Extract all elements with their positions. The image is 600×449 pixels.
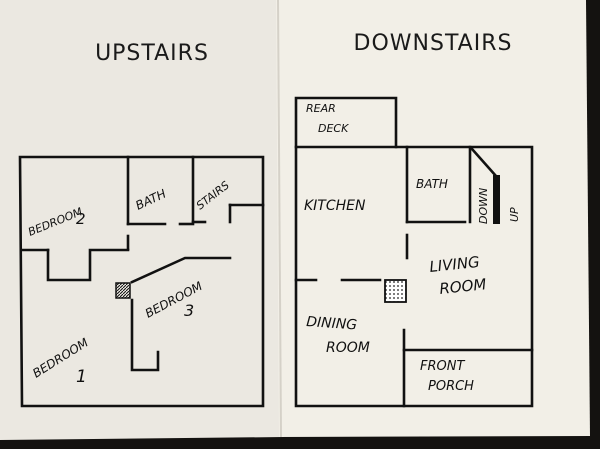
upstairs-chimney [115, 282, 131, 299]
downstairs-outer-walls [294, 145, 534, 408]
label-downstairs-bath: BATH [416, 177, 448, 191]
label-dining-1: DINING [306, 314, 358, 334]
closet-notch [46, 248, 130, 282]
label-kitchen: KITCHEN [304, 198, 366, 214]
upstairs-title: UPSTAIRS [95, 41, 209, 66]
upstairs-plan [18, 155, 265, 408]
label-dining-2: ROOM [326, 340, 370, 356]
downstairs-paper-sheet [276, 0, 590, 437]
upstairs-outer-walls [18, 155, 265, 408]
label-porch-2: PORCH [428, 379, 474, 394]
label-bedroom1-number: 1 [76, 367, 87, 387]
label-stairs-up: UP [508, 207, 521, 222]
wall-bedroom1-bedroom3 [130, 298, 160, 372]
stair-diagonal [470, 147, 498, 178]
upstairs-paper-sheet [0, 0, 284, 440]
paper-seam [277, 0, 282, 438]
downstairs-chimney [384, 279, 407, 303]
label-living-2: ROOM [439, 275, 488, 298]
label-living-1: LIVING [429, 253, 481, 276]
downstairs-title: DOWNSTAIRS [354, 31, 513, 56]
label-bedroom3-number: 3 [184, 301, 194, 320]
label-stairs-down: DOWN [477, 188, 490, 224]
label-rear-deck-1: REAR [306, 102, 336, 115]
stair-rail [493, 175, 500, 224]
label-rear-deck-2: DECK [318, 122, 349, 135]
downstairs-plan [294, 96, 534, 408]
label-porch-1: FRONT [420, 359, 465, 374]
rear-deck-walls [294, 96, 398, 149]
label-bedroom2-number: 2 [76, 210, 86, 228]
wall-bedroom3-top [130, 256, 232, 284]
